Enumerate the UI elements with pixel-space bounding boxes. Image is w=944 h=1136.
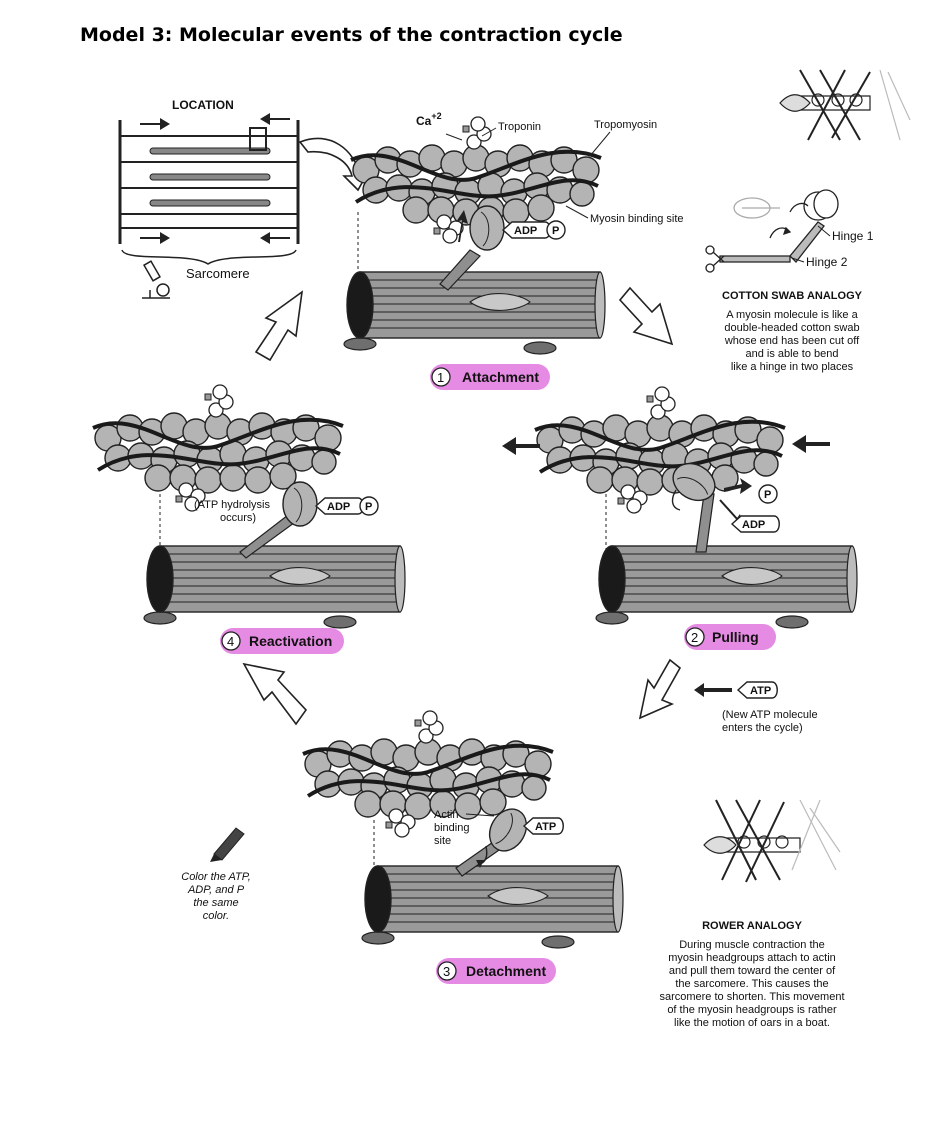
color-note-line-1: Color the ATP, (181, 871, 251, 883)
location-heading: LOCATION (172, 98, 234, 112)
rower-line-3: and pull them toward the center of (669, 965, 836, 977)
rower-panel: ROWER ANALOGY During muscle contraction … (659, 799, 845, 1029)
actin-binding-line-3: site (434, 835, 451, 847)
sarcomere-label: Sarcomere (186, 266, 250, 281)
stage1-pill (430, 364, 550, 390)
rower-line-4: the sarcomere. This causes the (675, 978, 828, 990)
rower-heading: ROWER ANALOGY (702, 920, 802, 932)
swab-hinge-figure (719, 189, 839, 263)
stage-detachment-panel: ATP Actin binding site 3 Detachment (301, 709, 624, 984)
rower-line-5: sarcomere to shorten. This movement (659, 991, 844, 1003)
actin-binding-line-2: binding (434, 822, 469, 834)
adp-p-badge-stage4: ADP P (314, 496, 379, 516)
cotton-swab-heading: COTTON SWAB ANALOGY (722, 290, 863, 302)
new-atp-panel: ATP (New ATP molecule enters the cycle) (694, 681, 818, 734)
stage1-name: Attachment (462, 369, 539, 385)
tropomyosin-label: Tropomyosin (594, 119, 657, 131)
svg-text:P: P (365, 501, 372, 513)
stage4-name: Reactivation (249, 633, 332, 649)
color-note-line-3: the same (193, 897, 238, 909)
rower-line-2: myosin headgroups attach to actin (668, 952, 836, 964)
cotton-swab-line-2: double-headed cotton swab (724, 322, 859, 334)
myosin-binding-site-label: Myosin binding site (590, 213, 684, 225)
sarcomere-location-panel: LOCATION Sarcomere (118, 98, 370, 299)
actin-binding-line-1: Actin (434, 809, 458, 821)
cotton-swab-line-4: and is able to bend (746, 348, 839, 360)
page-title: Model 3: Molecular events of the contrac… (80, 24, 623, 46)
stage-pulling-panel: P ADP 2 Pulling (502, 385, 858, 650)
stage-reactivation-panel: (ATP hydrolysis occurs) ADP P 4 Reactiva… (91, 383, 406, 654)
color-note-line-2: ADP, and P (187, 884, 245, 896)
stage3-name: Detachment (466, 963, 546, 979)
color-note-panel: Color the ATP, ADP, and P the same color… (181, 827, 251, 922)
stage1-number: 1 (437, 370, 444, 385)
microscope-icon (142, 260, 170, 299)
hydrolysis-line-1: (ATP hydrolysis (194, 499, 271, 511)
troponin-label: Troponin (498, 121, 541, 133)
stage4-pill (220, 628, 344, 654)
cotton-swab-line-1: A myosin molecule is like a (726, 309, 858, 321)
rowing-swab-bottom (703, 799, 841, 883)
scissors-icon (705, 245, 725, 273)
hinge2-label: Hinge 2 (806, 255, 848, 269)
calcium-label: Ca+2 (416, 111, 442, 128)
stage2-pill (684, 624, 776, 650)
stage3-pill (436, 958, 556, 984)
detachment-atp-label: ATP (535, 821, 556, 833)
svg-text:ADP: ADP (327, 501, 350, 513)
stage-attachment-panel: Ca+2 Troponin Tropomyosin Myosin binding… (343, 111, 684, 390)
adp-p-badge: ADP P (501, 220, 566, 240)
cotton-swab-line-5: like a hinge in two places (731, 361, 854, 373)
stage2-name: Pulling (712, 629, 759, 645)
new-atp-line-2: enters the cycle) (722, 722, 803, 734)
color-note-line-4: color. (203, 910, 230, 922)
rowing-swab-top (779, 69, 911, 141)
svg-text:P: P (552, 225, 559, 237)
svg-text:ADP: ADP (514, 225, 537, 237)
hinge1-label: Hinge 1 (832, 229, 874, 243)
new-atp-line-1: (New ATP molecule (722, 709, 818, 721)
stage4-number: 4 (227, 634, 234, 649)
cotton-swab-panel: Hinge 1 Hinge 2 COTTON SWAB ANALOGY A my… (705, 69, 911, 373)
stage2-number: 2 (691, 630, 698, 645)
rower-line-7: like the motion of oars in a boat. (674, 1017, 830, 1029)
crayon-icon (210, 827, 245, 862)
new-atp-label: ATP (750, 685, 771, 697)
pulling-p-label: P (764, 489, 771, 501)
cycle-arrows (242, 286, 682, 726)
stage3-number: 3 (443, 964, 450, 979)
cotton-swab-line-3: whose end has been cut off (724, 335, 860, 347)
pulling-adp-label: ADP (742, 519, 765, 531)
rower-line-6: of the myosin headgroups is rather (667, 1004, 837, 1016)
rower-line-1: During muscle contraction the (679, 939, 825, 951)
hydrolysis-line-2: occurs) (220, 512, 256, 524)
